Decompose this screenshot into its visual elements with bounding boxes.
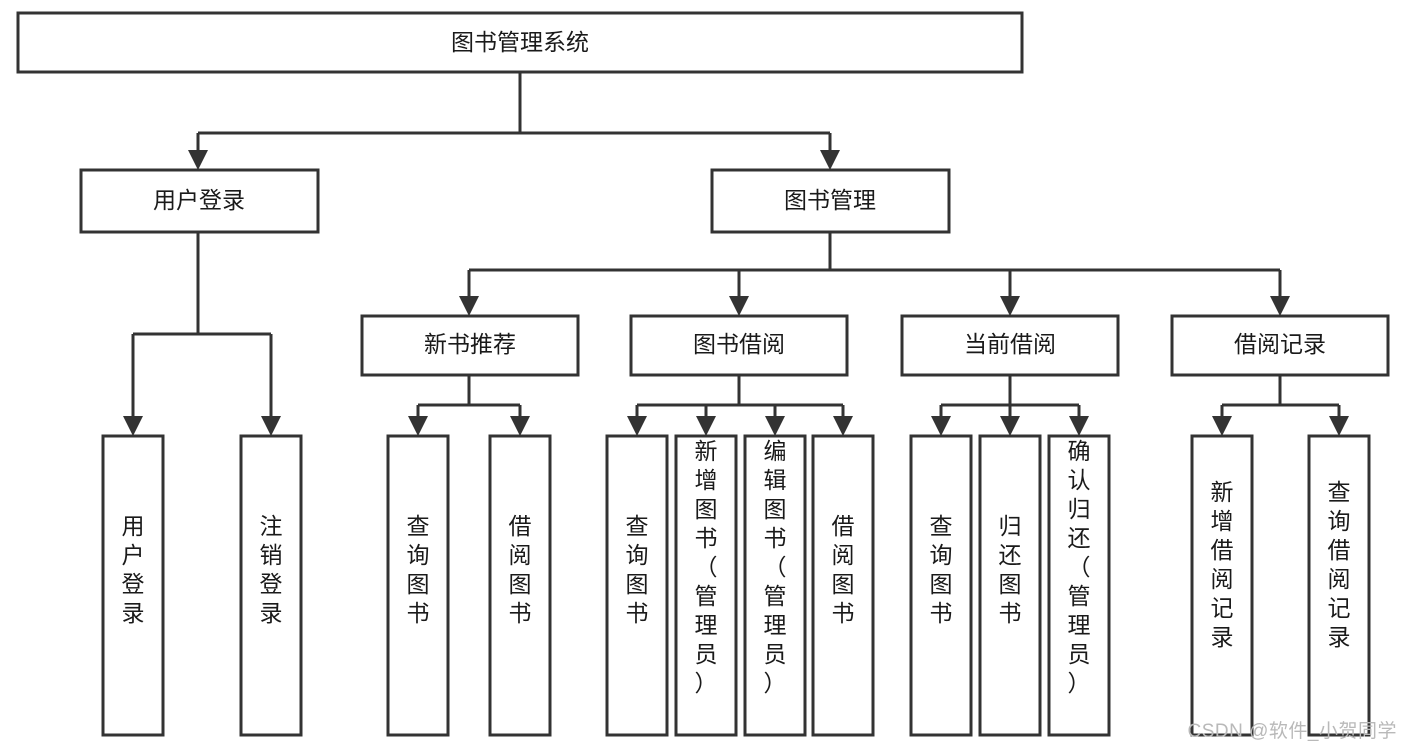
arrow-head-icon <box>188 150 208 170</box>
node-current-borrow[interactable]: 当前借阅 <box>900 314 1120 377</box>
arrow-head-icon <box>931 416 951 436</box>
arrow-head-icon <box>261 416 281 436</box>
node-box[interactable] <box>1047 434 1111 737</box>
node-leaf-logout[interactable]: 注销登录 <box>239 434 303 737</box>
connector-currentborrow-to-leaves <box>931 375 1089 436</box>
connector-newbook-to-leaves <box>408 375 530 436</box>
node-label: 用户登录 <box>153 187 245 213</box>
connector-borrowrecord-to-leaves <box>1212 375 1349 436</box>
node-new-book-rec[interactable]: 新书推荐 <box>360 314 580 377</box>
node-label: 借阅图书 <box>832 513 855 626</box>
node-box[interactable] <box>978 434 1042 737</box>
node-root[interactable]: 图书管理系统 <box>16 11 1024 74</box>
node-box[interactable] <box>710 168 951 234</box>
node-leaf-edit-book[interactable]: 编辑图书（管理员） <box>743 434 807 737</box>
arrow-head-icon <box>729 296 749 316</box>
node-user-login[interactable]: 用户登录 <box>79 168 320 234</box>
node-box[interactable] <box>629 314 849 377</box>
node-box[interactable] <box>16 11 1024 74</box>
arrow-head-icon <box>1329 416 1349 436</box>
node-box[interactable] <box>1190 434 1254 737</box>
arrow-head-icon <box>627 416 647 436</box>
node-leaf-confirm-return[interactable]: 确认归还（管理员） <box>1047 434 1111 737</box>
arrow-head-icon <box>1000 416 1020 436</box>
node-label: 查询图书 <box>407 513 430 626</box>
node-label: 归还图书 <box>999 513 1022 626</box>
node-label: 编辑图书（管理员） <box>764 438 787 696</box>
node-label: 借阅图书 <box>509 513 532 626</box>
connector-bookborrow-to-leaves <box>627 375 853 436</box>
arrow-head-icon <box>408 416 428 436</box>
node-label: 当前借阅 <box>964 331 1056 357</box>
node-box[interactable] <box>239 434 303 737</box>
node-box[interactable] <box>909 434 973 737</box>
arrow-head-icon <box>820 150 840 170</box>
node-leaf-add-book[interactable]: 新增图书（管理员） <box>674 434 738 737</box>
connector-bookmanage-to-level3 <box>459 232 1290 316</box>
node-box[interactable] <box>488 434 552 737</box>
node-book-manage[interactable]: 图书管理 <box>710 168 951 234</box>
arrow-head-icon <box>765 416 785 436</box>
node-label: 查询图书 <box>930 513 953 626</box>
node-label: 图书管理系统 <box>451 29 589 55</box>
node-box[interactable] <box>386 434 450 737</box>
node-label: 图书借阅 <box>693 331 785 357</box>
node-box[interactable] <box>101 434 165 737</box>
node-leaf-query-book-2[interactable]: 查询图书 <box>605 434 669 737</box>
node-label: 借阅记录 <box>1234 331 1326 357</box>
node-leaf-borrow-book-1[interactable]: 借阅图书 <box>488 434 552 737</box>
connector-userlogin-to-leaves <box>123 232 281 436</box>
node-label: 用户登录 <box>122 513 145 626</box>
node-label: 新增图书（管理员） <box>695 438 718 696</box>
node-leaf-query-book-1[interactable]: 查询图书 <box>386 434 450 737</box>
node-leaf-borrow-book-2[interactable]: 借阅图书 <box>811 434 875 737</box>
node-label: 图书管理 <box>784 187 876 213</box>
node-box[interactable] <box>1307 434 1371 737</box>
node-box[interactable] <box>79 168 320 234</box>
arrow-head-icon <box>510 416 530 436</box>
node-leaf-user-login[interactable]: 用户登录 <box>101 434 165 737</box>
arrow-head-icon <box>696 416 716 436</box>
node-box[interactable] <box>360 314 580 377</box>
node-box[interactable] <box>811 434 875 737</box>
node-label: 查询图书 <box>626 513 649 626</box>
node-label: 注销登录 <box>260 513 283 626</box>
node-label: 新书推荐 <box>424 331 516 357</box>
node-box[interactable] <box>743 434 807 737</box>
node-box[interactable] <box>674 434 738 737</box>
node-borrow-record[interactable]: 借阅记录 <box>1170 314 1390 377</box>
arrow-head-icon <box>1212 416 1232 436</box>
node-book-borrow[interactable]: 图书借阅 <box>629 314 849 377</box>
arrow-head-icon <box>1000 296 1020 316</box>
node-leaf-query-book-3[interactable]: 查询图书 <box>909 434 973 737</box>
arrow-head-icon <box>459 296 479 316</box>
node-label: 查询借阅记录 <box>1328 479 1351 650</box>
arrow-head-icon <box>123 416 143 436</box>
node-box[interactable] <box>1170 314 1390 377</box>
connector-root-to-level2 <box>188 72 840 170</box>
arrow-head-icon <box>1069 416 1089 436</box>
node-leaf-query-record[interactable]: 查询借阅记录 <box>1307 434 1371 737</box>
node-leaf-add-record[interactable]: 新增借阅记录 <box>1190 434 1254 737</box>
node-box[interactable] <box>605 434 669 737</box>
node-box[interactable] <box>900 314 1120 377</box>
arrow-head-icon <box>833 416 853 436</box>
node-leaf-return-book[interactable]: 归还图书 <box>978 434 1042 737</box>
node-label: 新增借阅记录 <box>1211 479 1234 650</box>
watermark-text: CSDN @软件_小贺同学 <box>1187 721 1397 742</box>
arrow-head-icon <box>1270 296 1290 316</box>
node-label: 确认归还（管理员） <box>1068 438 1091 696</box>
